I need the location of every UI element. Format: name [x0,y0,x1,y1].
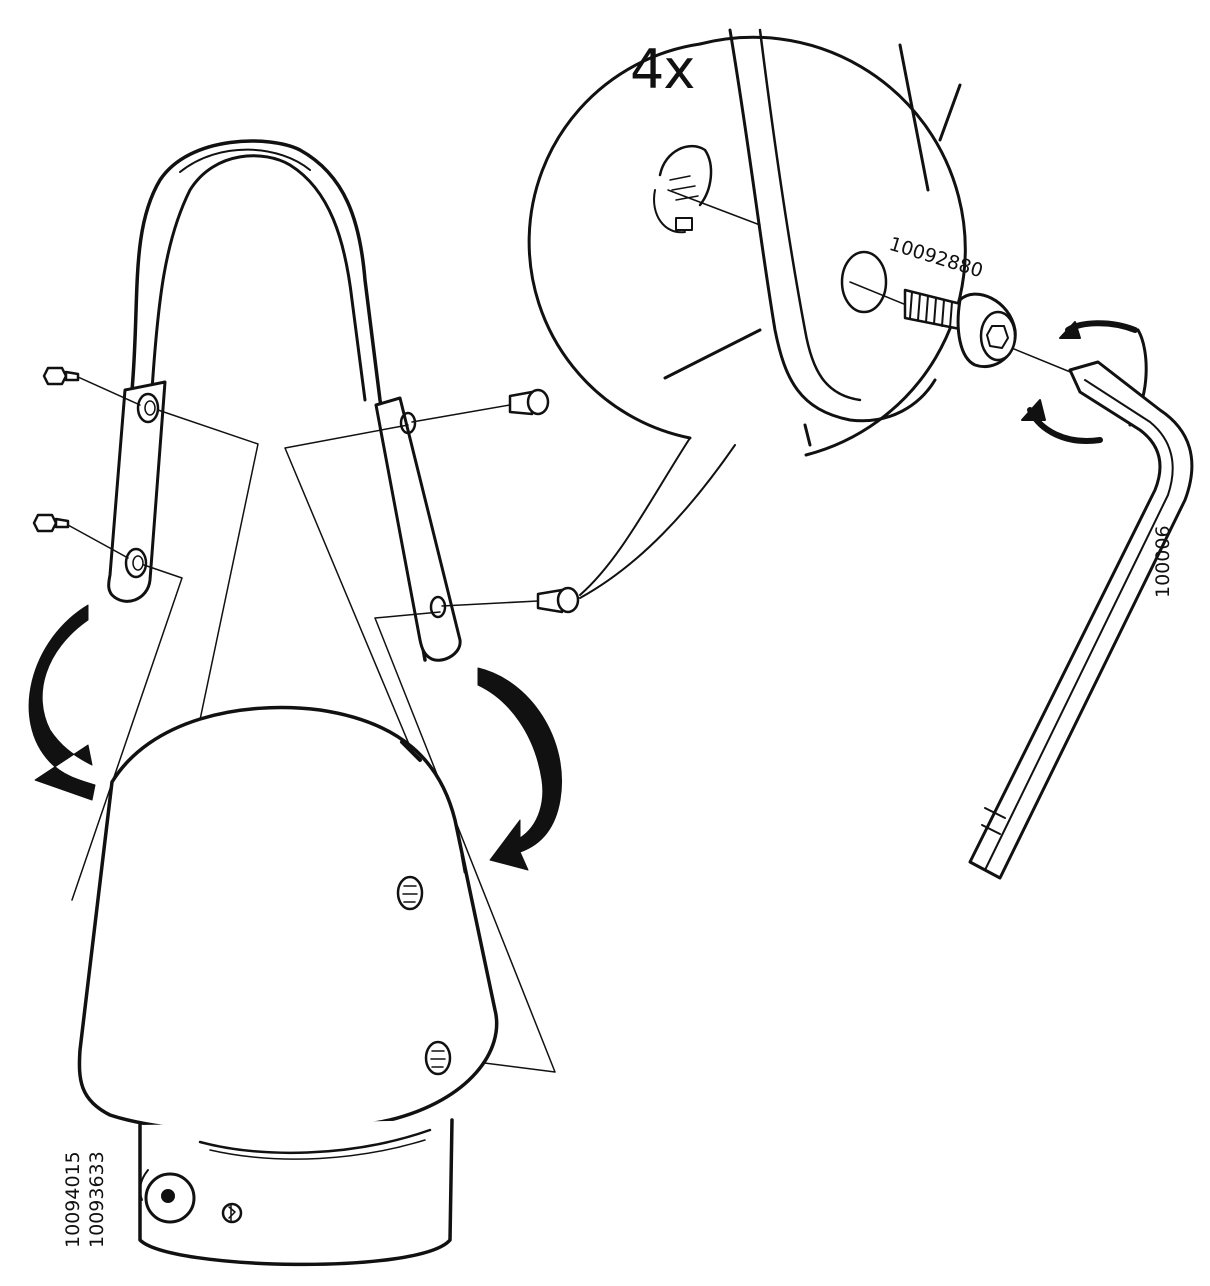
callout-strap-inner [758,28,862,402]
rotation-arrows [28,604,562,871]
callout-pointer-2 [579,444,736,599]
strap-left-hole-top [136,392,160,424]
callout-nut [675,217,693,231]
callout-circle [698,35,967,457]
callout-strap-edge [898,43,930,192]
quantity-label: 4x [630,38,695,101]
callout-strap-hole [840,250,888,314]
lamp-base [138,1118,454,1267]
screw-top-right [411,388,550,423]
handle-strap [107,139,462,662]
hex-key [968,360,1194,880]
screw-mid-left [32,513,129,559]
callout-break-line-2 [803,423,812,447]
strap-right-hole-top [399,411,417,435]
callout-circle-left [527,42,702,440]
hex-key-ridge [984,379,1174,871]
strap-inner [150,154,367,402]
lamp-body [77,705,499,1267]
hex-key-tip-ridges [981,807,1006,835]
strap-mid [179,148,311,173]
callout-screw [903,288,1017,368]
strap-left-end [107,380,167,603]
callout-strap-edge-2 [938,83,962,142]
hex-key-part-number: 100006 [1152,525,1174,598]
callout-lamp-hole-ring [653,189,686,234]
strap-outer [108,139,427,662]
detail-callout [527,28,1148,599]
lamp-shade-highlight [400,740,422,762]
hex-key-outline [968,360,1194,880]
arrow-left [28,604,96,801]
screws [32,366,580,614]
screw-top-left [42,366,141,406]
screw-bottom-right [441,586,580,614]
lamp-shade [77,705,499,1135]
lamp-part-number-1: 10094015 [62,1151,84,1248]
callout-lamp-hole [658,144,713,207]
callout-axis-line [667,189,761,226]
callout-pointer [579,437,691,596]
callout-break-line [663,328,762,380]
bluetooth-icon [221,1202,243,1224]
callout-strap [728,28,937,423]
arrow-right [477,667,562,871]
lamp-hole-bottom [424,1040,452,1076]
lamp-hole-top [396,875,424,911]
strap-left-hole-bottom [124,547,148,579]
lamp-base-rim [198,1128,432,1155]
lamp-shade-mark [460,853,467,874]
strap-right-hole-bottom [429,595,447,619]
lamp-part-number-2: 10093633 [86,1151,108,1248]
strap-right-end [374,396,462,662]
